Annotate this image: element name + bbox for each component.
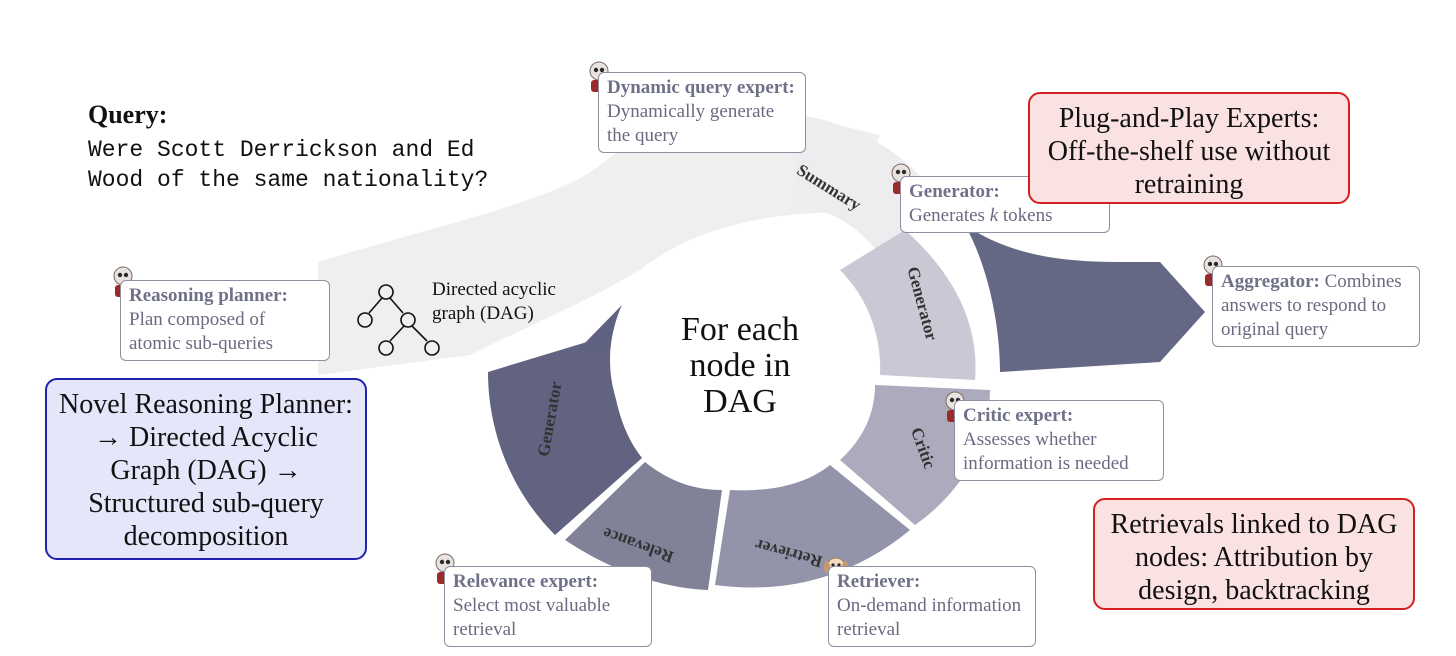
dag-label: Directed acyclic graph (DAG) — [432, 279, 556, 324]
relevance-expert-title: Relevance expert: — [453, 571, 599, 592]
query-label: Query: — [88, 100, 168, 129]
ring-segment-retriever — [715, 465, 910, 588]
ring-segment-generator-left — [488, 335, 642, 535]
ring-segment-generator-right — [840, 230, 976, 380]
center-text: For each node in DAG — [680, 311, 799, 420]
generator-expert-desc-k: k — [989, 205, 999, 226]
aggregator-arrow — [965, 225, 1205, 372]
dag-entry-wedge — [578, 305, 622, 350]
plug-and-play-callout: Plug-and-Play Experts: Off-the-shelf use… — [1028, 92, 1350, 204]
dynamic-query-expert-desc: Dynamically generate the query — [607, 101, 775, 146]
dag-input-band — [318, 112, 880, 375]
generator-expert-title: Generator: — [909, 181, 1000, 202]
dynamic-query-expert-box: Dynamic query expert: Dynamically genera… — [598, 72, 806, 153]
dag-graph-icon — [357, 284, 440, 356]
generator-expert-desc-pre: Generates — [909, 205, 990, 226]
critic-expert-title: Critic expert: — [963, 405, 1074, 426]
ring-segment-relevance — [565, 462, 722, 590]
reasoning-planner-box: Reasoning planner: Plan composed of atom… — [120, 280, 330, 361]
aggregator-desc: Combines answers to respond to original … — [1221, 271, 1402, 340]
aggregator-box: Aggregator: Combines answers to respond … — [1212, 266, 1420, 347]
relevance-expert-desc: Select most valuable retrieval — [453, 595, 611, 640]
aggregator-title: Aggregator: — [1221, 271, 1320, 292]
novel-planner-callout: Novel Reasoning Planner: → Directed Acyc… — [45, 378, 367, 560]
retriever-expert-desc: On-demand information retrieval — [837, 595, 1022, 640]
generator-expert-desc-post: tokens — [998, 205, 1053, 226]
critic-expert-desc: Assesses whether information is needed — [963, 429, 1129, 474]
relevance-expert-box: Relevance expert: Select most valuable r… — [444, 566, 652, 647]
reasoning-planner-desc: Plan composed of atomic sub-queries — [129, 309, 274, 354]
dynamic-query-expert-title: Dynamic query expert: — [607, 77, 795, 98]
critic-expert-box: Critic expert: Assesses whether informat… — [954, 400, 1164, 481]
reasoning-planner-title: Reasoning planner: — [129, 285, 288, 306]
retriever-expert-box: Retriever: On-demand information retriev… — [828, 566, 1036, 647]
query-text: Were Scott Derrickson and Ed Wood of the… — [88, 137, 489, 193]
retrievals-callout: Retrievals linked to DAG nodes: Attribut… — [1093, 498, 1415, 610]
retriever-expert-title: Retriever: — [837, 571, 921, 592]
